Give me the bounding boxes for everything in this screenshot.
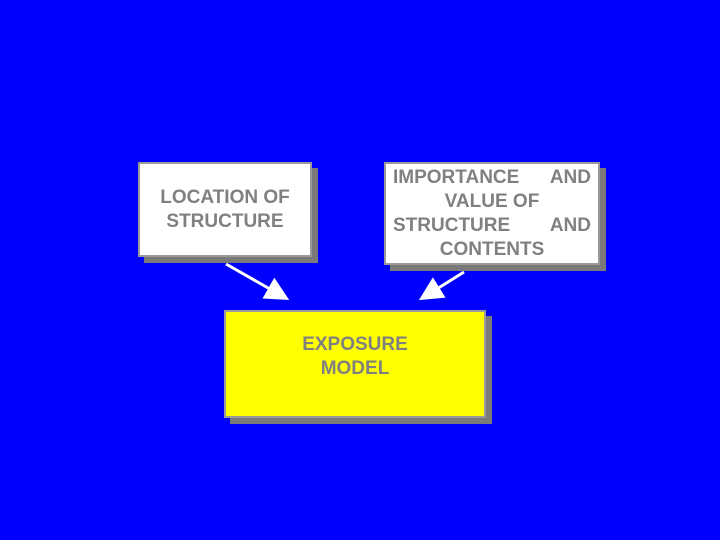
- word: STRUCTURE: [393, 214, 511, 236]
- box-text-line: LOCATION OF: [160, 186, 290, 208]
- exposure-model-box: EXPOSURE MODEL: [224, 310, 486, 418]
- location-of-structure-box: LOCATION OF STRUCTURE: [138, 162, 312, 257]
- arrow-location-to-exposure: [225, 262, 290, 300]
- word: AND: [549, 166, 591, 188]
- word: AND: [549, 214, 591, 236]
- word: IMPORTANCE: [393, 166, 520, 188]
- importance-and-value-box: IMPORTANCE AND VALUE OF STRUCTURE AND CONT…: [384, 162, 600, 265]
- box-text-line: STRUCTURE AND: [393, 214, 591, 238]
- box-text-line: IMPORTANCE AND: [393, 166, 591, 190]
- arrow-importance-to-exposure: [418, 270, 465, 301]
- box-text-line: CONTENTS: [439, 238, 545, 260]
- box-text-line: VALUE OF: [444, 190, 540, 212]
- box-text-line: MODEL: [320, 358, 390, 379]
- box-text-line: EXPOSURE: [302, 334, 408, 355]
- box-text-line: STRUCTURE: [166, 210, 284, 232]
